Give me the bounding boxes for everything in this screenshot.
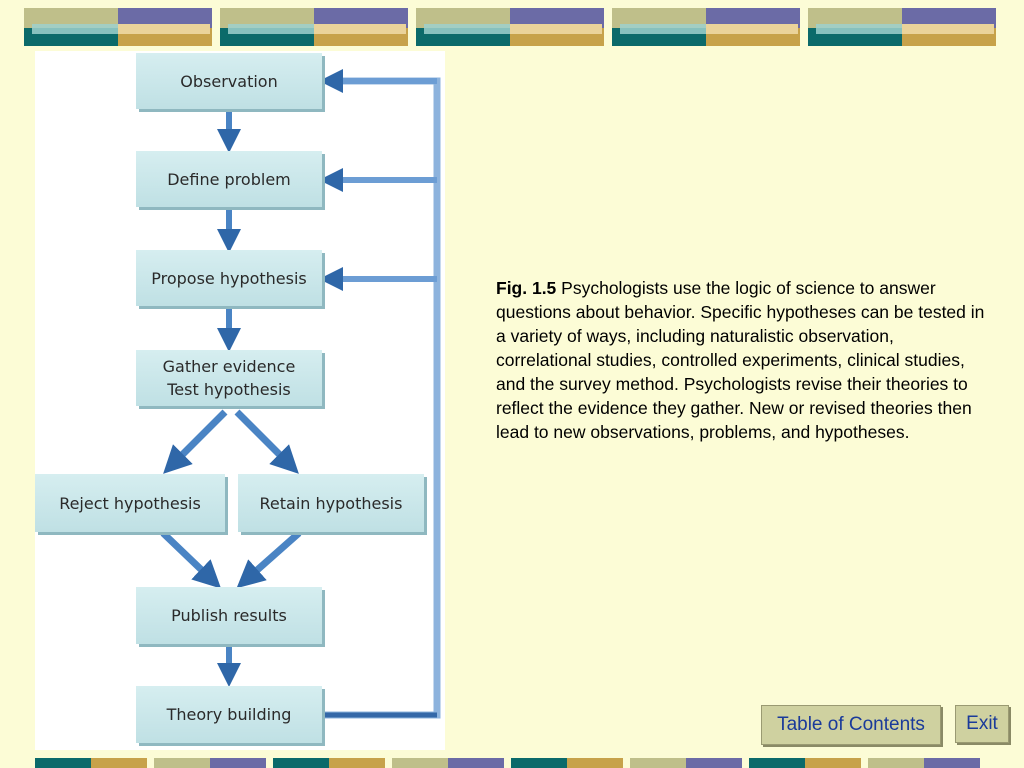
flowchart: Observation Define problem Propose hypot… (35, 51, 445, 750)
step-observation: Observation (136, 53, 322, 109)
figure-caption: Fig. 1.5 Psychologists use the logic of … (496, 276, 986, 444)
figure-label: Fig. 1.5 (496, 278, 557, 298)
decor-tile (35, 758, 147, 768)
step-retain-hypothesis: Retain hypothesis (238, 474, 424, 532)
feedback-loop (323, 77, 441, 719)
figure-caption-text: Psychologists use the logic of science t… (496, 278, 985, 442)
decor-tile (416, 8, 604, 46)
decor-tile (273, 758, 385, 768)
step-publish-results: Publish results (136, 587, 322, 644)
decor-tile (630, 758, 742, 768)
step-reject-hypothesis: Reject hypothesis (35, 474, 225, 532)
table-of-contents-button[interactable]: Table of Contents (761, 705, 941, 745)
decor-tile (511, 758, 623, 768)
arrow-from-reject (160, 530, 222, 589)
flowchart-arrows (160, 69, 441, 719)
decor-tile (749, 758, 861, 768)
step-define-problem: Define problem (136, 151, 322, 207)
arrow-to-retain (234, 409, 299, 474)
decor-tile (808, 8, 996, 46)
exit-button[interactable]: Exit (955, 705, 1009, 743)
decor-tile (24, 8, 212, 46)
decor-tile (220, 8, 408, 46)
decor-tile (392, 758, 504, 768)
decor-tile (868, 758, 980, 768)
step-theory-building: Theory building (136, 686, 322, 743)
step-gather-evidence: Gather evidence Test hypothesis (136, 350, 322, 406)
decor-tile (612, 8, 800, 46)
arrow-to-reject (163, 409, 228, 474)
step-propose-hypothesis: Propose hypothesis (136, 250, 322, 306)
decor-tile (154, 758, 266, 768)
arrow-from-retain (236, 530, 302, 589)
